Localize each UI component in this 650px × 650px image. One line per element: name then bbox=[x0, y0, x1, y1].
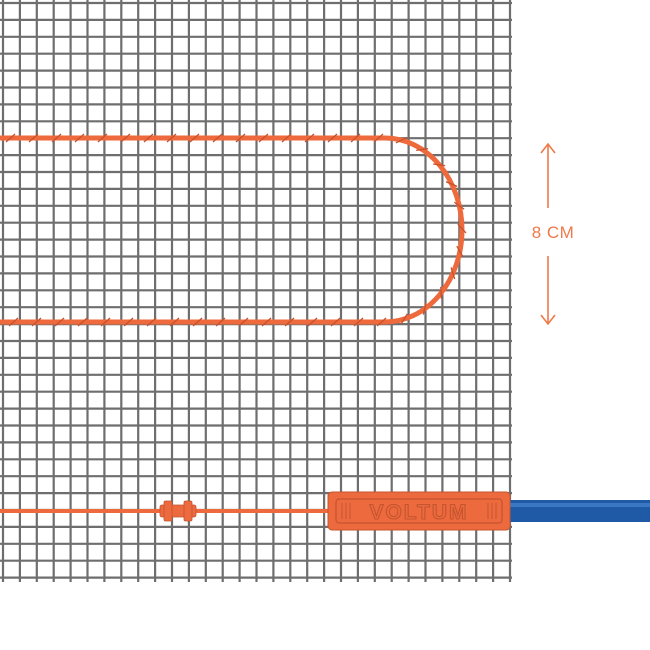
cable-braid-mark bbox=[284, 317, 295, 327]
cable-braid-mark bbox=[440, 286, 443, 299]
splice-ring-left bbox=[163, 500, 173, 522]
cable-braid-mark bbox=[450, 267, 456, 280]
cable-braid-mark bbox=[74, 133, 85, 143]
cable-braid-marks bbox=[5, 133, 467, 327]
cable-braid-mark bbox=[457, 223, 467, 234]
cable-braid-mark bbox=[376, 317, 387, 327]
cable-braid-mark bbox=[304, 133, 315, 143]
cable-braid-mark bbox=[416, 148, 429, 152]
cable-braid-mark bbox=[261, 317, 272, 327]
cable-braid-mark bbox=[258, 133, 269, 143]
cable-braid-mark bbox=[31, 317, 42, 327]
splice-ring-right bbox=[183, 500, 193, 522]
cable-braid-mark bbox=[189, 133, 200, 143]
cable-braid-mark bbox=[8, 317, 19, 327]
cable-braid-mark bbox=[327, 133, 338, 143]
cable-braid-mark bbox=[123, 317, 134, 327]
cable-braid-mark bbox=[373, 133, 384, 143]
cable-braid-mark bbox=[422, 302, 427, 315]
cable-braid-mark bbox=[212, 133, 223, 143]
cable-braid-mark bbox=[28, 133, 39, 143]
cable-braid-mark bbox=[235, 133, 246, 143]
cable-braid-mark bbox=[215, 317, 226, 327]
connector-brand-label: VOLTUM bbox=[369, 501, 468, 524]
cable-braid-mark bbox=[5, 133, 16, 143]
cable-braid-mark bbox=[445, 181, 458, 187]
cable-braid-mark bbox=[143, 133, 154, 143]
connector-body bbox=[327, 491, 511, 531]
cable-braid-mark bbox=[307, 317, 318, 327]
cable-braid-mark bbox=[433, 163, 446, 167]
dim-arrow-lower-head bbox=[540, 314, 556, 326]
cable-braid-mark bbox=[77, 317, 88, 327]
mesh-grid bbox=[0, 0, 512, 582]
double-headed-vertical-arrow-icon bbox=[540, 142, 556, 326]
cable-braid-mark bbox=[51, 133, 62, 143]
cable-braid-mark bbox=[120, 133, 131, 143]
connector-ridges-right bbox=[487, 503, 497, 519]
cable-braid-mark bbox=[281, 133, 292, 143]
connector-inner-panel bbox=[335, 498, 503, 524]
cable-braid-mark bbox=[100, 317, 111, 327]
heating-cable-loop bbox=[0, 133, 467, 327]
cable-splice-sleeve bbox=[159, 500, 197, 522]
cable-braid-mark bbox=[54, 317, 65, 327]
cable-braid-mark bbox=[400, 313, 408, 325]
connector-ridges-left bbox=[341, 503, 351, 519]
cable-braid-mark bbox=[395, 136, 407, 144]
cable-braid-mark bbox=[456, 245, 464, 257]
dimension-label: 8 CM bbox=[531, 223, 575, 242]
cable-braid-mark bbox=[97, 133, 108, 143]
cable-braid-mark bbox=[350, 133, 361, 143]
cable-connector-box: VOLTUM bbox=[327, 491, 511, 531]
cable-braid-mark bbox=[330, 317, 341, 327]
power-cable-highlight bbox=[506, 503, 650, 507]
cable-braid-mark bbox=[169, 317, 180, 327]
cable-braid-mark bbox=[192, 317, 203, 327]
cable-braid-mark bbox=[353, 317, 364, 327]
cable-braid-mark bbox=[166, 133, 177, 143]
power-supply-cable bbox=[506, 500, 650, 522]
heating-cable-loop-path bbox=[0, 135, 465, 325]
cable-braid-mark bbox=[146, 317, 157, 327]
dim-arrow-upper-head bbox=[540, 142, 556, 154]
cable-braid-mark bbox=[453, 201, 465, 210]
cable-braid-mark bbox=[238, 317, 249, 327]
